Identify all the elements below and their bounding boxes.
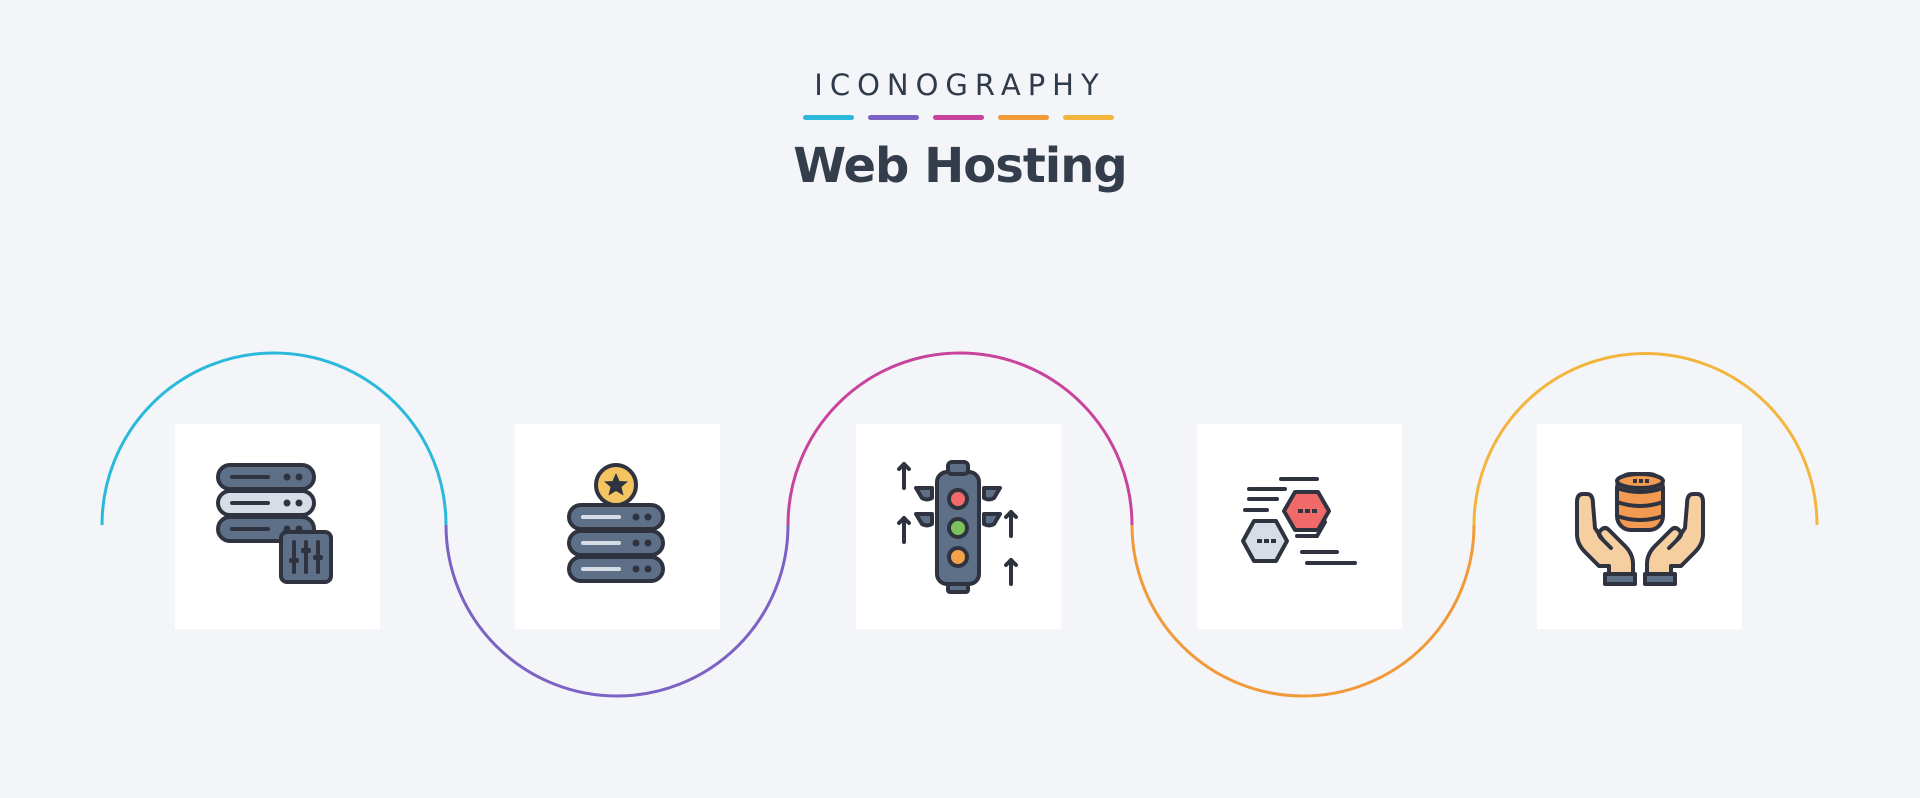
underline-segment-orange — [998, 115, 1049, 120]
wave-arc-purple — [444, 524, 790, 698]
server-settings-icon — [216, 463, 333, 584]
page-title: Web Hosting — [793, 138, 1128, 194]
wave-arc-orange — [1130, 524, 1476, 698]
brand-underline — [803, 115, 1114, 120]
icon-tile-hexagon-network — [1197, 424, 1402, 629]
wave-arc-cyan — [100, 351, 448, 526]
wave-arc-magenta — [786, 351, 1134, 526]
icon-tile-database-in-hands — [1537, 424, 1742, 629]
wave-arc-yellow — [1472, 352, 1819, 526]
traffic-light-icon — [897, 460, 1018, 594]
icon-tile-server-settings — [175, 424, 380, 629]
underline-segment-purple — [868, 115, 919, 120]
underline-segment-magenta — [933, 115, 984, 120]
underline-segment-yellow — [1063, 115, 1114, 120]
brand-label: ICONOGRAPHY — [814, 68, 1106, 102]
hexagon-network-icon — [1241, 477, 1357, 565]
database-in-hands-icon — [1575, 472, 1705, 586]
icon-tile-traffic-light — [856, 424, 1061, 629]
icon-tile-starred-server — [515, 424, 720, 629]
starred-server-icon — [567, 463, 665, 583]
underline-segment-cyan — [803, 115, 854, 120]
